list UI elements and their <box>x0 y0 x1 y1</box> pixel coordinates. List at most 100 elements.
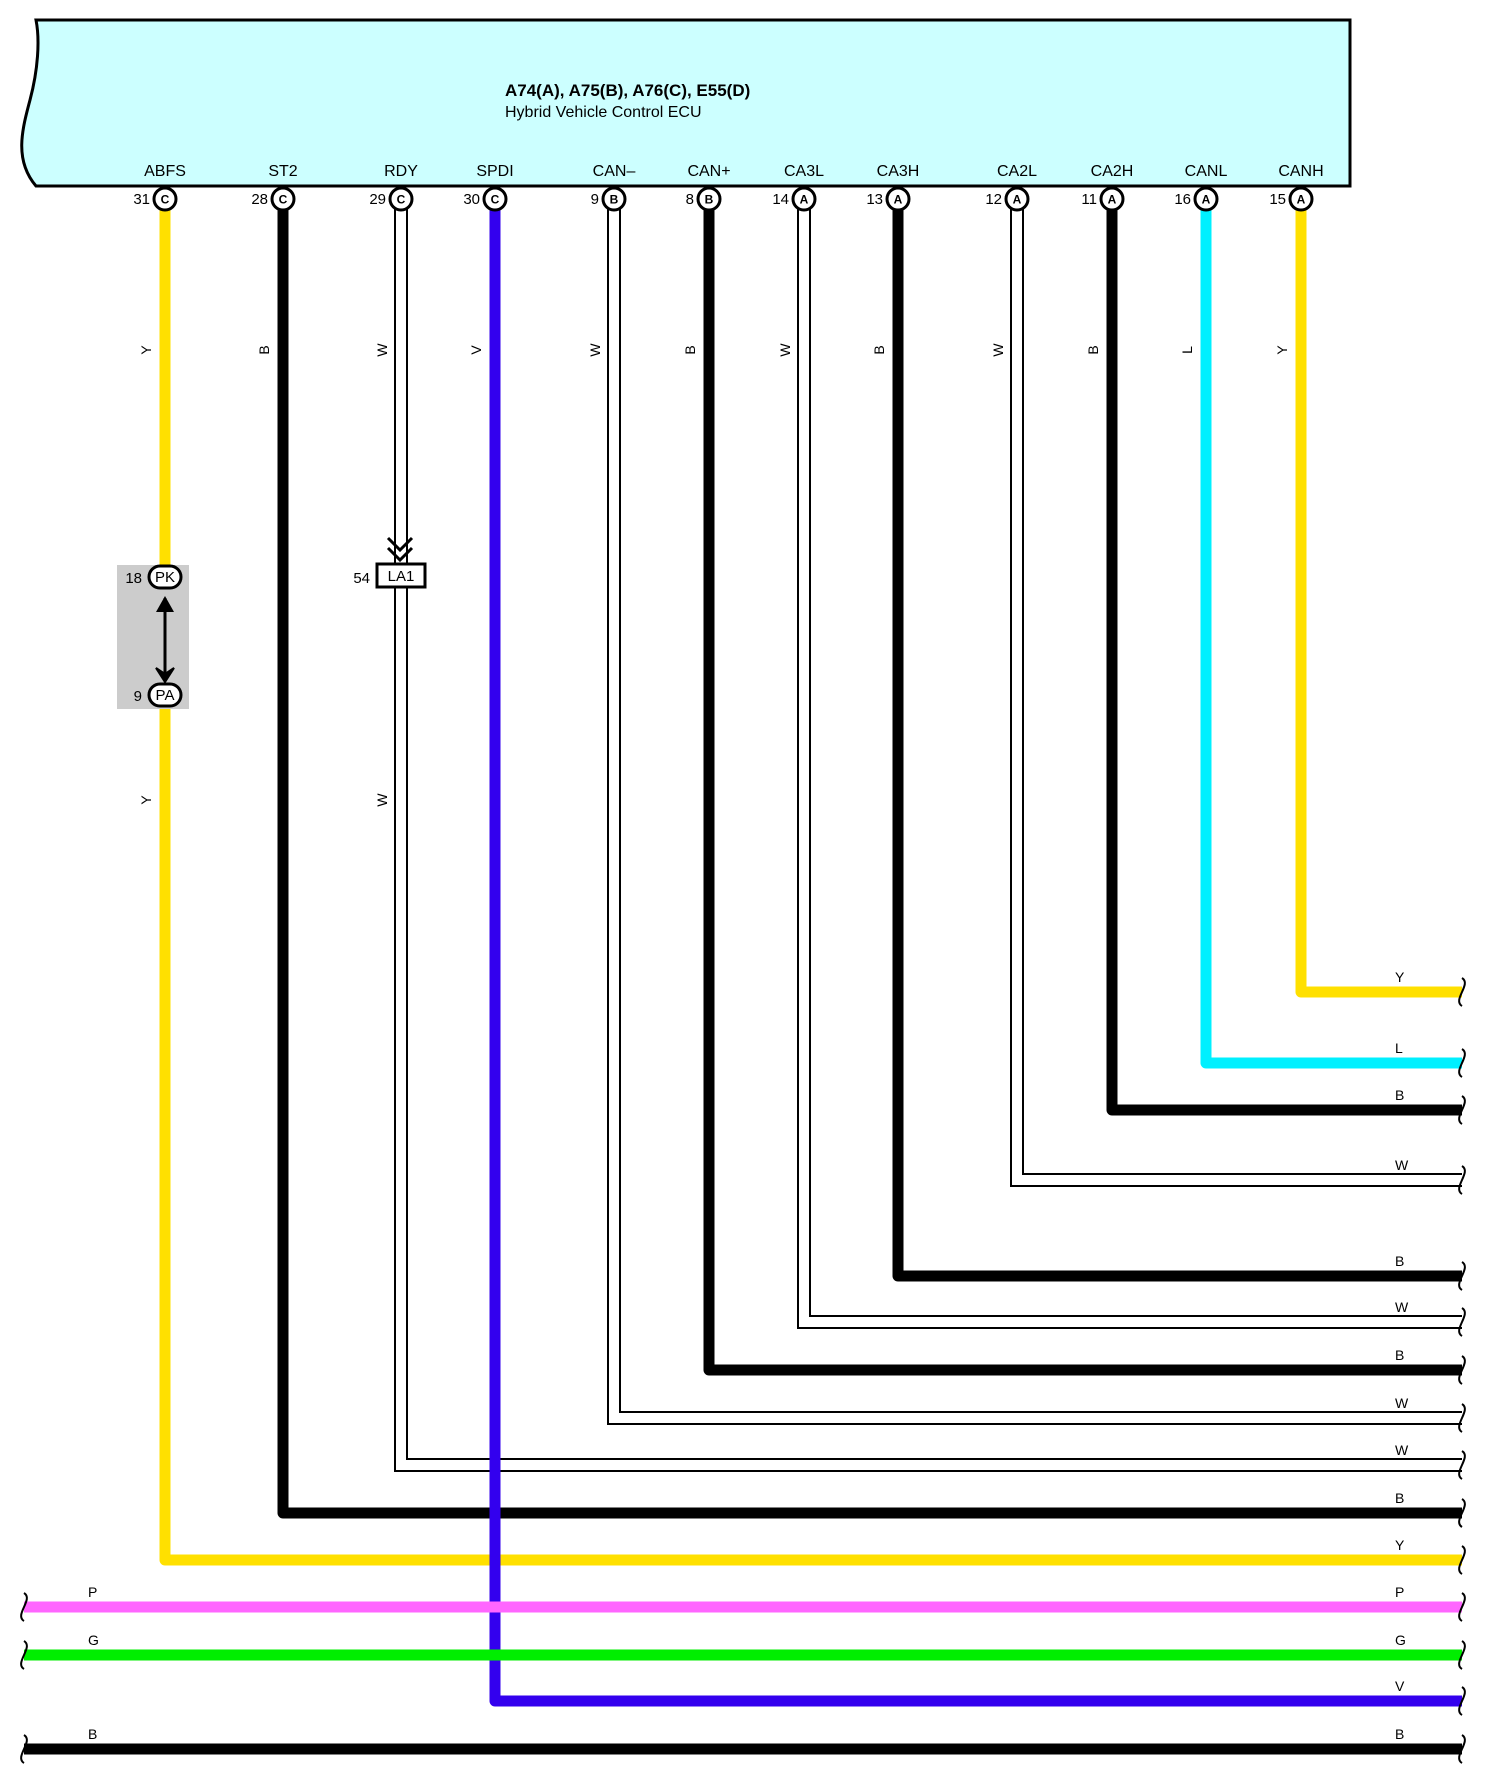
right-brace-icon <box>1458 1095 1466 1125</box>
exit-label-0: Y <box>1395 969 1405 985</box>
exit-label-1: L <box>1395 1040 1403 1056</box>
pin-name: CA3H <box>877 163 920 180</box>
pin-terminal <box>270 186 296 212</box>
exit-label-8: W <box>1395 1442 1409 1458</box>
right-brace-icon <box>1458 1048 1466 1078</box>
pin-number: 14 <box>772 191 789 208</box>
pin-number: 12 <box>985 191 1002 208</box>
pin-name: CAN– <box>593 163 636 180</box>
pin-connector-letter: C <box>161 193 170 207</box>
pin-number: 11 <box>1081 191 1097 208</box>
through-wire-left-label: G <box>88 1632 99 1648</box>
pin-name: CA2H <box>1091 163 1134 180</box>
pin-terminal <box>388 186 414 212</box>
pin-abfs: ABFS C 31 <box>133 163 186 212</box>
left-brace-icon <box>20 1640 28 1670</box>
junction-arrow-down-icon <box>155 667 175 684</box>
through-wire-left-label: P <box>88 1584 97 1600</box>
wire-ca2h <box>1106 209 1462 1116</box>
ecu-name: A74(A), A75(B), A76(C), E55(D) <box>505 81 750 100</box>
right-brace-icon <box>1458 1498 1466 1528</box>
junction-pk-pa: PK 18 PA 9 <box>117 564 189 709</box>
pin-number: 31 <box>133 191 150 208</box>
junction-la1-number: 54 <box>353 570 370 587</box>
wire-label-6: W <box>777 343 793 357</box>
exit-label-7: W <box>1395 1395 1409 1411</box>
wire-st2 <box>277 209 1462 1519</box>
pin-name: RDY <box>384 163 418 180</box>
exit-label-11: P <box>1395 1584 1404 1600</box>
wire-label-0: Y <box>138 345 154 355</box>
pin-connector-letter: C <box>491 193 500 207</box>
right-brace-icon <box>1458 1686 1466 1716</box>
pin-terminal <box>1004 186 1030 212</box>
wire-can- <box>703 209 1462 1376</box>
right-brace-icon <box>1458 1450 1466 1480</box>
pin-number: 16 <box>1174 191 1191 208</box>
pin-connector-letter: A <box>1013 193 1022 207</box>
right-brace-icon <box>1458 1403 1466 1433</box>
junction-pa-label: PA <box>156 687 175 704</box>
wire-label-9: B <box>1085 345 1101 354</box>
right-brace-icon <box>1458 1545 1466 1575</box>
wire-label-rdy-below: W <box>374 793 390 807</box>
left-brace-icon <box>20 1734 28 1764</box>
junction-pk-label: PK <box>155 569 175 586</box>
wire-label-3: V <box>468 345 484 355</box>
exit-label-5: W <box>1395 1299 1409 1315</box>
exit-label-10: Y <box>1395 1537 1405 1553</box>
pin-can-: CAN+B8 <box>686 163 731 212</box>
wire-label-11: Y <box>1274 345 1290 355</box>
right-brace-icon <box>1458 1165 1466 1195</box>
wire-can- <box>607 209 1462 1425</box>
junction-la1: LA1 54 <box>353 536 427 589</box>
right-brace-icon <box>1458 977 1466 1007</box>
wire-can--core <box>609 209 1462 1423</box>
junction-pa-terminal <box>147 682 183 708</box>
wire-abfs <box>159 209 1462 1566</box>
exit-label-12: G <box>1395 1632 1406 1648</box>
wire-canh <box>1295 209 1462 998</box>
pin-number: 9 <box>591 191 599 208</box>
pin-number: 15 <box>1269 191 1286 208</box>
junction-la1-double-arrow-icon <box>386 536 414 563</box>
pin-terminal <box>791 186 817 212</box>
exit-label-6: B <box>1395 1347 1404 1363</box>
pin-terminal <box>482 186 508 212</box>
wire-label-10: L <box>1179 346 1195 354</box>
wire-ca2l <box>1010 209 1462 1187</box>
exit-label-3: W <box>1395 1157 1409 1173</box>
pin-terminal <box>696 186 722 212</box>
wire-label-2: W <box>374 343 390 357</box>
pin-name: CANL <box>1185 163 1228 180</box>
pin-name: ABFS <box>144 163 186 180</box>
pin-name: ST2 <box>268 163 297 180</box>
pin-connector-letter: A <box>800 193 809 207</box>
exit-label-2: B <box>1395 1087 1404 1103</box>
pin-connector-letter: A <box>1202 193 1211 207</box>
pin-terminal <box>1099 186 1125 212</box>
pin-name: CAN+ <box>687 163 730 180</box>
left-brace-icon <box>20 1592 28 1622</box>
wire-label-abfs-below: Y <box>138 795 154 805</box>
pin-name: CA2L <box>997 163 1037 180</box>
wire-label-4: W <box>587 343 603 357</box>
wire-label-5: B <box>682 345 698 354</box>
right-brace-icon <box>1458 1261 1466 1291</box>
right-brace-icon <box>1458 1734 1466 1764</box>
pin-can-: CAN–B9 <box>591 163 636 212</box>
pin-terminal <box>1288 186 1314 212</box>
wire-ca3h <box>892 209 1462 1282</box>
wire-label-1: B <box>256 345 272 354</box>
exit-label-13: V <box>1395 1678 1405 1694</box>
pin-number: 30 <box>463 191 480 208</box>
junction-pa-number: 9 <box>134 688 142 705</box>
